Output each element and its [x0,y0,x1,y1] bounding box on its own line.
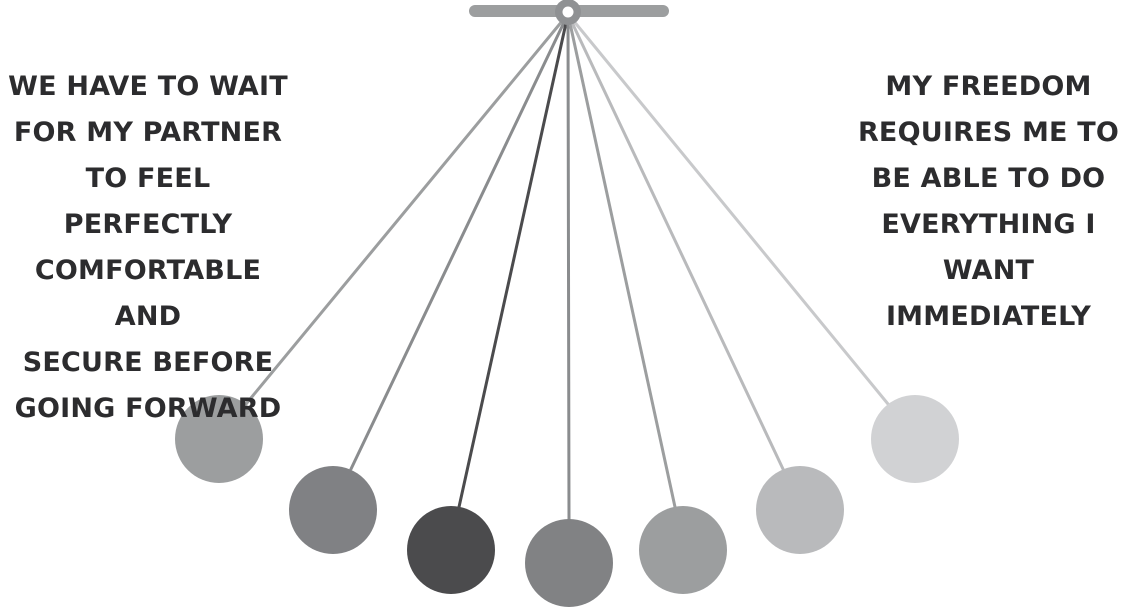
pivot-hole [562,6,574,18]
pendulum-string-2 [349,12,570,471]
pendulum-bob-3 [407,506,495,594]
pendulum-bob-2 [289,466,377,554]
left-caption: WE HAVE TO WAIT FOR MY PARTNER TO FEEL P… [8,71,288,424]
pendulum-strings [244,12,890,522]
pendulum-bob-6 [756,466,844,554]
pendulum-string-5 [566,12,677,509]
right-caption: MY FREEDOM REQUIRES ME TO BE ABLE TO DO … [857,71,1120,332]
pendulum-bobs [175,395,959,607]
pendulum-bob-7 [871,395,959,483]
pendulum-bob-4 [525,519,613,607]
pendulum-bob-5 [639,506,727,594]
pendulum-string-4 [566,12,571,522]
pendulum-string-7 [566,12,890,406]
pendulum-string-3 [457,12,570,509]
pendulum-string-6 [566,12,785,471]
pendulum-bob-1 [175,395,263,483]
pendulum-string-1 [244,12,570,406]
